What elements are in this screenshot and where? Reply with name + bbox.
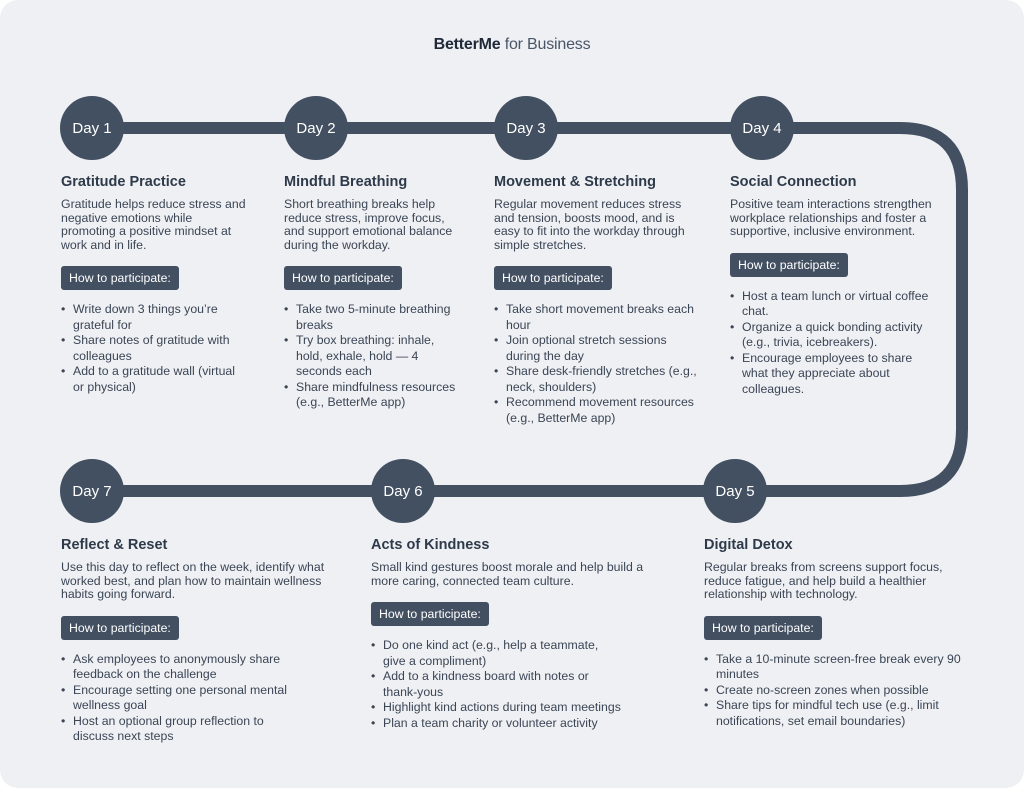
day-1-card: Gratitude Practice Gratitude helps reduc…: [61, 174, 246, 395]
day-7-title: Reflect & Reset: [61, 537, 168, 553]
day-3-description: Regular movement reduces stress and tens…: [494, 197, 685, 252]
day-4-list: Host a team lunch or virtual coffee chat…: [730, 289, 935, 398]
list-item: Create no-screen zones when possible: [704, 683, 969, 699]
list-item: Host a team lunch or virtual coffee chat…: [730, 289, 935, 320]
day-1-description: Gratitude helps reduce stress and negati…: [61, 197, 246, 252]
day-5-description: Regular breaks from screens support focu…: [704, 560, 943, 602]
day-2-participate-label: How to participate:: [284, 266, 402, 291]
day-4-title: Social Connection: [730, 174, 857, 190]
day-4-badge: Day 4: [730, 96, 794, 160]
timeline-path: [92, 122, 968, 497]
brand-logo: BetterMe for Business: [0, 36, 1024, 54]
day-1-badge: Day 1: [60, 96, 124, 160]
list-item: Host an optional group reflection to dis…: [61, 714, 301, 745]
day-3-title: Movement & Stretching: [494, 174, 656, 190]
list-item: Do one kind act (e.g., help a teammate, …: [371, 638, 623, 669]
brand-suffix: for Business: [500, 36, 591, 53]
day-5-card: Digital Detox Regular breaks from screen…: [704, 537, 969, 729]
list-item: Try box breathing: inhale, hold, exhale,…: [284, 333, 464, 380]
list-item: Organize a quick bonding activity (e.g.,…: [730, 320, 935, 351]
list-item: Join optional stretch sessions during th…: [494, 333, 699, 364]
day-7-description: Use this day to reflect on the week, ide…: [61, 560, 325, 602]
day-4-description: Positive team interactions strengthen wo…: [730, 197, 932, 239]
day-6-participate-label: How to participate:: [371, 602, 489, 627]
day-7-badge: Day 7: [60, 459, 124, 523]
day-1-list: Write down 3 things you’re grateful for …: [61, 302, 246, 395]
list-item: Take a 10-minute screen-free break every…: [704, 652, 969, 683]
day-5-list: Take a 10-minute screen-free break every…: [704, 652, 969, 730]
list-item: Highlight kind actions during team meeti…: [371, 700, 646, 716]
day-1-participate-label: How to participate:: [61, 266, 179, 291]
day-2-title: Mindful Breathing: [284, 174, 408, 190]
day-5-badge: Day 5: [703, 459, 767, 523]
day-3-badge: Day 3: [494, 96, 558, 160]
list-item: Recommend movement resources (e.g., Bett…: [494, 395, 699, 426]
list-item: Share notes of gratitude with colleagues: [61, 333, 246, 364]
brand-name: BetterMe: [433, 36, 501, 53]
day-2-description: Short breathing breaks help reduce stres…: [284, 197, 453, 252]
day-7-card: Reflect & Reset Use this day to reflect …: [61, 537, 336, 745]
day-7-participate-label: How to participate:: [61, 615, 179, 640]
day-5-participate-label: How to participate:: [704, 615, 822, 640]
list-item: Plan a team charity or volunteer activit…: [371, 716, 646, 732]
day-6-badge: Day 6: [371, 459, 435, 523]
day-6-list: Do one kind act (e.g., help a teammate, …: [371, 638, 646, 731]
day-3-card: Movement & Stretching Regular movement r…: [494, 174, 699, 426]
day-3-participate-label: How to participate:: [494, 266, 612, 291]
list-item: Share mindfulness resources (e.g., Bette…: [284, 380, 464, 411]
day-2-list: Take two 5-minute breathing breaks Try b…: [284, 302, 464, 411]
list-item: Add to a kindness board with notes or th…: [371, 669, 623, 700]
list-item: Add to a gratitude wall (virtual or phys…: [61, 364, 246, 395]
list-item: Encourage setting one personal mental we…: [61, 683, 301, 714]
list-item: Ask employees to anonymously share feedb…: [61, 652, 301, 683]
day-2-card: Mindful Breathing Short breathing breaks…: [284, 174, 464, 411]
day-3-list: Take short movement breaks each hour Joi…: [494, 302, 699, 426]
day-7-list: Ask employees to anonymously share feedb…: [61, 652, 301, 745]
day-2-badge: Day 2: [284, 96, 348, 160]
list-item: Encourage employees to share what they a…: [730, 351, 935, 398]
list-item: Share tips for mindful tech use (e.g., l…: [704, 698, 969, 729]
day-4-card: Social Connection Positive team interact…: [730, 174, 935, 397]
day-6-description: Small kind gestures boost morale and hel…: [371, 560, 644, 588]
day-6-card: Acts of Kindness Small kind gestures boo…: [371, 537, 646, 731]
day-5-title: Digital Detox: [704, 537, 793, 553]
day-4-participate-label: How to participate:: [730, 252, 848, 277]
day-1-title: Gratitude Practice: [61, 174, 186, 190]
list-item: Take short movement breaks each hour: [494, 302, 699, 333]
day-6-title: Acts of Kindness: [371, 537, 490, 553]
list-item: Write down 3 things you’re grateful for: [61, 302, 246, 333]
list-item: Share desk-friendly stretches (e.g., nec…: [494, 364, 699, 395]
list-item: Take two 5-minute breathing breaks: [284, 302, 464, 333]
